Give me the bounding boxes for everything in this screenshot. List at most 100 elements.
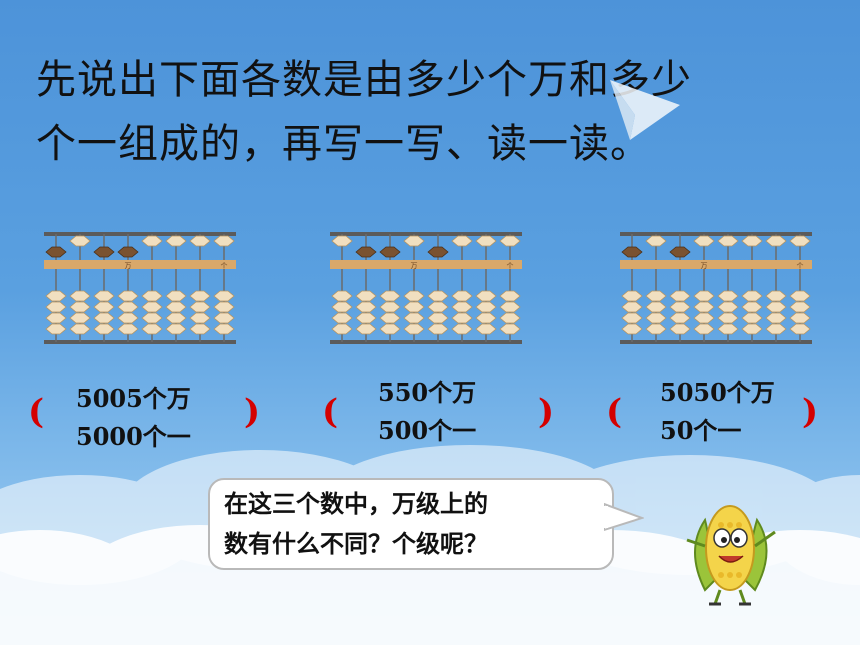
abacus-bead <box>117 323 139 335</box>
abacus-bead <box>427 290 449 302</box>
paren-close-3: ) <box>802 392 819 432</box>
abacus-bead <box>741 312 763 324</box>
paren-open-2: ( <box>322 392 339 432</box>
answer-2-line-1: 550个万 <box>378 378 477 407</box>
abacus-label-ge: 个 <box>221 262 228 270</box>
abacus-bead <box>765 290 787 302</box>
answer-3-line-1: 5050个万 <box>660 378 775 407</box>
abacus-bead <box>669 246 691 258</box>
abacus-bead <box>165 323 187 335</box>
paren-close-2: ) <box>538 392 555 432</box>
abacus-bead <box>789 290 811 302</box>
paren-open-1: ( <box>28 392 45 432</box>
abacus-bead <box>355 301 377 313</box>
abacus-bead <box>765 312 787 324</box>
abacus-bead <box>645 301 667 313</box>
abacus-bead <box>355 246 377 258</box>
abacus-bead <box>717 290 739 302</box>
abacus-bead <box>45 290 67 302</box>
paper-plane-icon <box>610 80 680 140</box>
abacus-bead <box>355 290 377 302</box>
page-title: 先说出下面各数是由多少个万和多少 个一组成的，再写一写、读一读。 <box>36 48 836 176</box>
abacus-bead <box>93 323 115 335</box>
abacus-bead <box>427 301 449 313</box>
abacus-bead <box>403 290 425 302</box>
answer-1-line-2: 5000个一 <box>76 422 191 451</box>
abacus-bead <box>213 323 235 335</box>
abacus-bead <box>789 235 811 247</box>
abacus-bead <box>93 246 115 258</box>
abacus-bead <box>717 323 739 335</box>
abacus-bead <box>93 312 115 324</box>
abacus-bead <box>379 290 401 302</box>
abacus-bead <box>693 235 715 247</box>
abacus-bead <box>717 301 739 313</box>
abacus-bead <box>499 290 521 302</box>
abacus-bead <box>141 312 163 324</box>
abacus-bead <box>93 301 115 313</box>
abacus-beam <box>44 260 236 269</box>
abacus-bead <box>765 323 787 335</box>
abacus-bead <box>451 290 473 302</box>
abacus-bead <box>403 301 425 313</box>
abacus-bead <box>717 235 739 247</box>
abacus-bead <box>741 301 763 313</box>
abacus-bead <box>69 290 91 302</box>
abacus-bead <box>189 312 211 324</box>
answer-2: 550个万 500个一 <box>378 374 476 450</box>
abacus-bead <box>355 312 377 324</box>
abacus-bead <box>621 290 643 302</box>
abacus-1: 万个 <box>42 228 238 348</box>
abacus-bead <box>475 301 497 313</box>
abacus-bead <box>117 290 139 302</box>
abacus-bead <box>693 312 715 324</box>
abacus-bead <box>165 312 187 324</box>
abacus-beam <box>620 260 812 269</box>
abacus-bead <box>213 235 235 247</box>
abacus-bead <box>403 235 425 247</box>
abacus-bead <box>451 323 473 335</box>
abacus-bead <box>427 246 449 258</box>
abacus-bead <box>165 290 187 302</box>
abacus-bead <box>165 301 187 313</box>
abacus-label-wan: 万 <box>411 262 418 270</box>
abacus-bead <box>741 323 763 335</box>
abacus-bead <box>141 323 163 335</box>
speech-bubble: 在这三个数中，万级上的 数有什么不同？个级呢？ <box>208 478 614 570</box>
abacus-bead <box>789 323 811 335</box>
abacus-bead <box>645 323 667 335</box>
abacus-bead <box>403 312 425 324</box>
abacus-bead <box>165 235 187 247</box>
abacus-bead <box>475 323 497 335</box>
abacus-bead <box>765 235 787 247</box>
abacus-bead <box>669 323 691 335</box>
abacus-bead <box>475 235 497 247</box>
paren-close-1: ) <box>244 392 261 432</box>
abacus-bead <box>379 323 401 335</box>
abacus-bead <box>45 301 67 313</box>
abacus-bead <box>213 290 235 302</box>
bubble-text: 在这三个数中，万级上的 数有什么不同？个级呢？ <box>224 484 488 564</box>
abacus-bead <box>499 235 521 247</box>
abacus-bead <box>213 312 235 324</box>
abacus-bead <box>621 323 643 335</box>
abacus-bead <box>741 235 763 247</box>
abacus-bead <box>789 312 811 324</box>
abacus-bead <box>189 323 211 335</box>
corn-mascot-icon <box>686 505 776 606</box>
abacus-bead <box>645 312 667 324</box>
abacus-label-ge: 个 <box>797 262 804 270</box>
title-line-1: 先说出下面各数是由多少个万和多少 <box>36 57 692 103</box>
answer-3-line-2: 50个一 <box>660 416 742 445</box>
abacus-bead <box>427 312 449 324</box>
abacus-bead <box>693 290 715 302</box>
answer-1: 5005个万 5000个一 <box>76 380 191 456</box>
abacus-bead <box>379 312 401 324</box>
abacus-bead <box>69 323 91 335</box>
abacus-bead <box>379 301 401 313</box>
abacus-bead <box>189 235 211 247</box>
abacus-bead <box>693 301 715 313</box>
abacus-bead <box>499 301 521 313</box>
answer-3: 5050个万 50个一 <box>660 374 775 450</box>
abacus-bead <box>717 312 739 324</box>
